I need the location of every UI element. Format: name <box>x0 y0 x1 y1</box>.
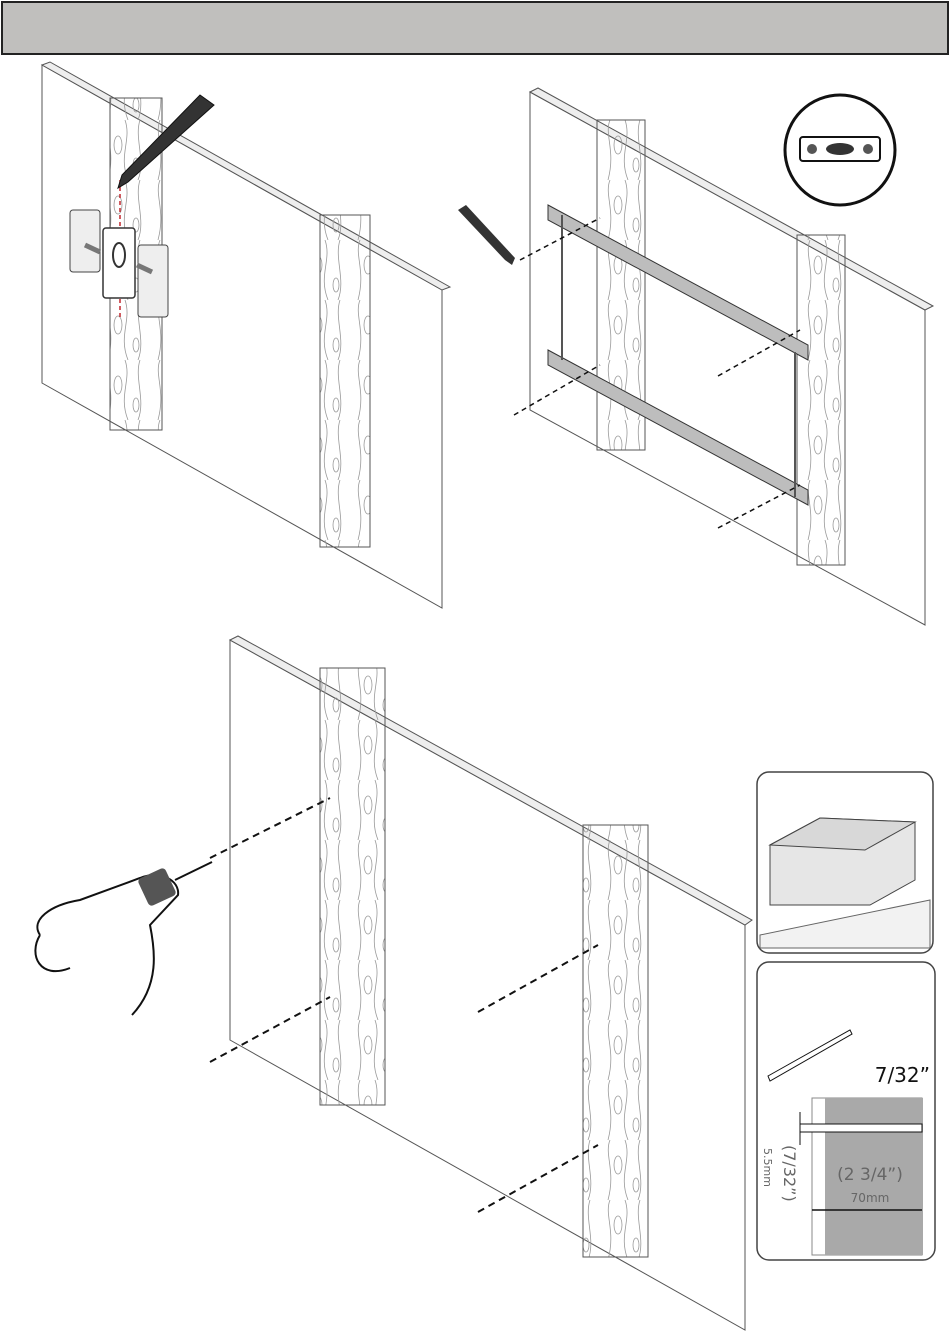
drill-icon <box>34 861 213 1016</box>
pencil-icon <box>458 205 515 265</box>
wall-bracket <box>547 204 809 506</box>
stud <box>319 214 371 548</box>
hole-depth-metric: 70mm <box>851 1191 890 1205</box>
stud <box>796 234 846 566</box>
inset-wood-stud <box>756 771 934 954</box>
mark-lines <box>513 217 801 529</box>
level-icon <box>783 93 897 207</box>
hole-diameter-metric: 5.5mm <box>761 1148 774 1187</box>
inset-drill-bit: 7/32” (2 3/4”) 70mm (7/32”) 5.5mm <box>756 961 936 1261</box>
wall-panel <box>229 639 746 1331</box>
drill-lines <box>209 797 599 1213</box>
stud-finder-icon <box>69 209 169 318</box>
bit-size-label: 7/32” <box>875 1063 930 1087</box>
stud <box>319 667 386 1106</box>
wall-panel <box>41 64 443 609</box>
stud <box>582 824 649 1258</box>
drill-bit-icon <box>767 1029 853 1082</box>
hole-diameter-imperial: (7/32”) <box>780 1145 799 1202</box>
hole-depth-imperial: (2 3/4”) <box>837 1165 903 1185</box>
panel-mark-bracket <box>458 87 935 626</box>
panel-drill-holes <box>34 635 753 1331</box>
panel-find-stud <box>40 61 452 609</box>
pencil-icon <box>117 94 215 190</box>
step-header-bar <box>1 1 949 55</box>
